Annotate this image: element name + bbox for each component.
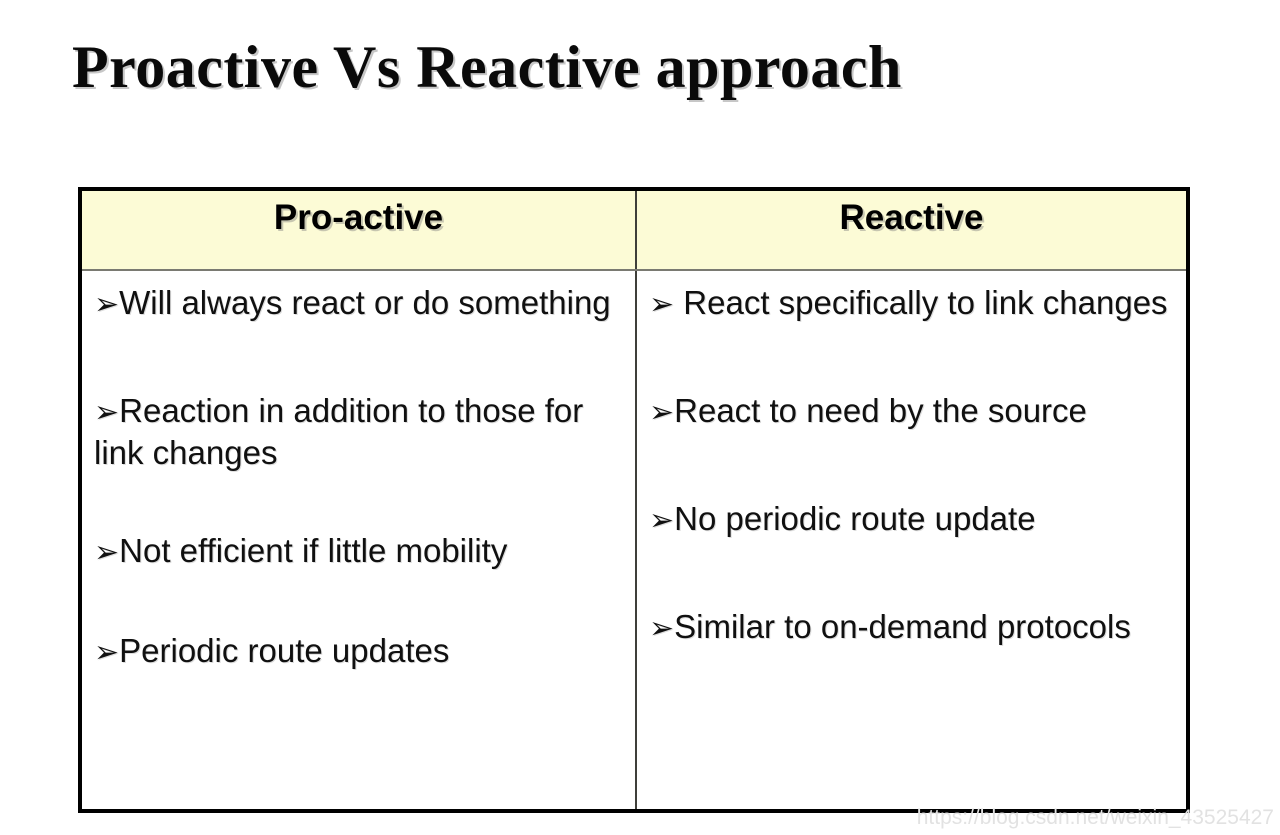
list-item-text: Not efficient if little mobility: [119, 532, 508, 569]
bullet-list-pro-active: ➢Will always react or do something ➢Reac…: [94, 283, 625, 673]
table-header-row: Pro-active Reactive: [82, 191, 1186, 271]
arrow-bullet-icon: ➢: [649, 503, 675, 538]
list-item-text: Periodic route updates: [119, 632, 450, 669]
table-cell-pro-active: ➢Will always react or do something ➢Reac…: [82, 271, 637, 809]
list-item: ➢Periodic route updates: [94, 631, 625, 673]
list-item: ➢Reaction in addition to those for link …: [94, 391, 625, 473]
comparison-table: Pro-active Reactive ➢Will always react o…: [78, 187, 1190, 813]
column-header-label-reactive: Reactive: [839, 198, 984, 237]
arrow-bullet-icon: ➢: [94, 287, 120, 322]
table-header-cell-reactive: Reactive: [637, 191, 1186, 269]
list-item: ➢Similar to on-demand protocols: [649, 607, 1176, 649]
arrow-bullet-icon: ➢: [649, 395, 675, 430]
column-header-label-pro-active: Pro-active: [273, 198, 444, 237]
arrow-bullet-icon: ➢: [94, 395, 120, 430]
list-item: ➢Not efficient if little mobility: [94, 531, 625, 573]
table-cell-reactive: ➢ React specifically to link changes ➢Re…: [637, 271, 1186, 809]
arrow-bullet-icon: ➢: [94, 635, 120, 670]
list-item-text: Will always react or do something: [119, 284, 611, 321]
arrow-bullet-icon: ➢: [649, 611, 675, 646]
arrow-bullet-icon: ➢: [649, 287, 675, 322]
table-body-row: ➢Will always react or do something ➢Reac…: [82, 271, 1186, 809]
list-item-text: React to need by the source: [674, 392, 1087, 429]
list-item: ➢No periodic route update: [649, 499, 1176, 541]
list-item: ➢Will always react or do something: [94, 283, 625, 325]
bullet-list-reactive: ➢ React specifically to link changes ➢Re…: [649, 283, 1176, 649]
arrow-bullet-icon: ➢: [94, 535, 120, 570]
list-item-text: Similar to on-demand protocols: [674, 608, 1131, 645]
page-title: Proactive Vs Reactive approach: [72, 34, 902, 100]
table-header-cell-pro-active: Pro-active: [82, 191, 637, 269]
list-item-text: React specifically to link changes: [674, 284, 1168, 321]
list-item: ➢React to need by the source: [649, 391, 1176, 433]
list-item-text: No periodic route update: [674, 500, 1036, 537]
list-item: ➢ React specifically to link changes: [649, 283, 1176, 325]
list-item-text: Reaction in addition to those for link c…: [94, 392, 584, 471]
